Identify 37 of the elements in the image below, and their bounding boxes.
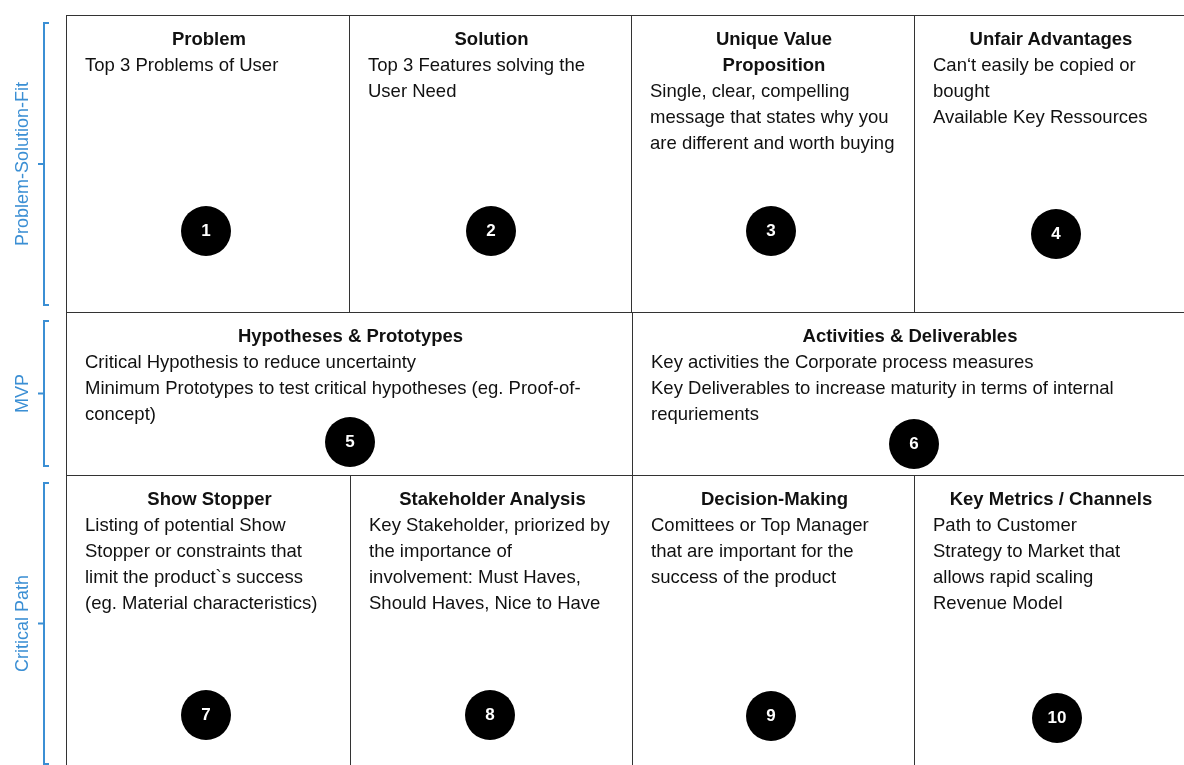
cell-text: Single, clear, compelling message that states why you are different and worth buying — [650, 79, 896, 155]
number-badge: 8 — [465, 690, 515, 740]
canvas-cell — [66, 15, 350, 313]
number-badge: 6 — [889, 419, 939, 469]
cell-heading: Unique Value Proposition — [714, 27, 834, 77]
number-badge: 1 — [181, 206, 231, 256]
cell-text: Available Key Ressources — [933, 105, 1149, 129]
cell-text: Listing of potential Show Stopper or constraints that limit the product`s success (eg. Material characteristics) — [85, 513, 319, 615]
cell-heading: Solution — [453, 27, 530, 51]
section-label: MVP — [11, 374, 33, 413]
number-badge: 10 — [1032, 693, 1082, 743]
number-badge: 2 — [466, 206, 516, 256]
section-label: Problem-Solution-Fit — [11, 81, 33, 247]
cell-text: Top 3 Problems of User — [85, 53, 280, 77]
cell-text: Top 3 Features solving the User Need — [368, 53, 586, 103]
number-badge: 7 — [181, 690, 231, 740]
number-badge: 9 — [746, 691, 796, 741]
cell-text: Key activities the Corporate process measures — [651, 350, 1035, 374]
cell-heading: Activities & Deliverables — [801, 324, 1019, 348]
cell-heading: Stakeholder Analysis — [398, 487, 587, 511]
cell-heading: Problem — [171, 27, 247, 51]
cell-text: Can‘t easily be copied or bought — [933, 53, 1137, 103]
number-badge: 4 — [1031, 209, 1081, 259]
number-badge: 3 — [746, 206, 796, 256]
cell-heading: Unfair Advantages — [968, 27, 1134, 51]
cell-text: Critical Hypothesis to reduce uncertainty — [85, 350, 418, 374]
cell-text: Comittees or Top Manager that are important for the success of the product — [651, 513, 870, 589]
cell-text: Revenue Model — [933, 591, 1064, 615]
cell-text: Path to Customer — [933, 513, 1078, 537]
cell-heading: Show Stopper — [146, 487, 273, 511]
number-badge: 5 — [325, 417, 375, 467]
cell-heading: Hypotheses & Prototypes — [236, 324, 465, 348]
cell-heading: Key Metrics / Channels — [948, 487, 1154, 511]
cell-text: Strategy to Market that allows rapid scaling — [933, 539, 1122, 589]
cell-text: Key Stakeholder, priorized by the importance of involvement: Must Haves, Should Haves, Nice to Have — [369, 513, 611, 615]
cell-heading: Decision-Making — [700, 487, 849, 511]
section-label: Critical Path — [11, 575, 33, 672]
